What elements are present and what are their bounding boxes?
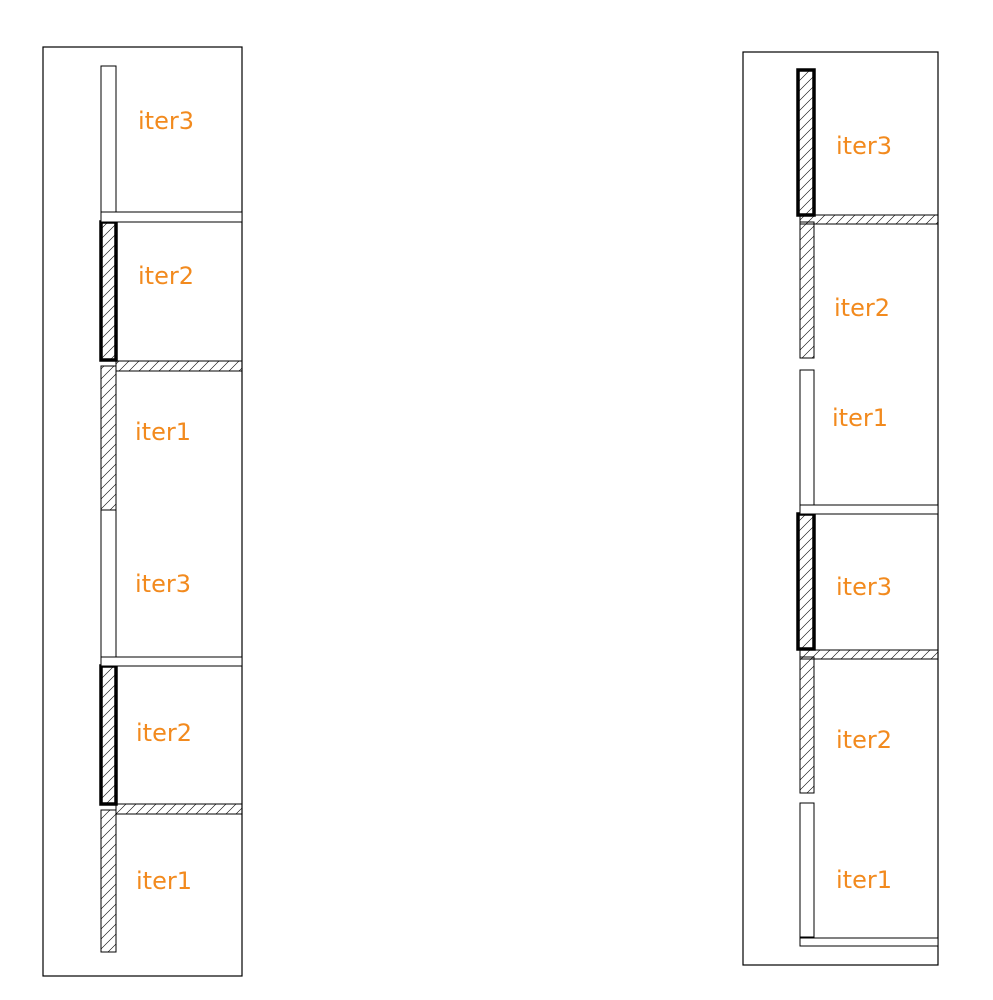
iteration-label: iter2 — [136, 719, 192, 747]
iteration-label: iter3 — [138, 107, 194, 135]
horizontal-bar — [799, 504, 939, 515]
vertical-segment — [799, 656, 815, 794]
iteration-label: iter2 — [834, 294, 890, 322]
vertical-segment — [799, 369, 815, 514]
iteration-label: iter1 — [135, 418, 191, 446]
vertical-segment — [100, 365, 117, 511]
vertical-segment-active — [99, 220, 118, 362]
iteration-label: iter3 — [836, 132, 892, 160]
iteration-label: iter2 — [138, 262, 194, 290]
vertical-segment — [799, 221, 815, 359]
horizontal-bar — [799, 937, 939, 947]
horizontal-bar — [100, 656, 243, 667]
vertical-segment-active — [99, 664, 118, 806]
iteration-label: iter1 — [836, 866, 892, 894]
vertical-segment-active — [796, 68, 816, 217]
right-panel: iter3 iter2 iter1 iter3 iter2 iter1 — [742, 51, 939, 966]
left-panel-frame — [42, 46, 243, 977]
horizontal-bar — [799, 214, 939, 225]
vertical-segment — [799, 802, 815, 938]
horizontal-bar — [100, 211, 243, 223]
left-panel: iter3 iter2 iter1 iter3 iter2 iter1 — [42, 46, 243, 977]
iteration-label: iter3 — [135, 570, 191, 598]
iteration-label: iter2 — [836, 726, 892, 754]
vertical-segment — [100, 509, 117, 663]
horizontal-bar — [115, 803, 243, 815]
iteration-label: iter1 — [136, 867, 192, 895]
horizontal-bar — [115, 360, 243, 372]
vertical-segment — [100, 809, 117, 953]
vertical-segment-active — [796, 512, 816, 651]
iteration-label: iter1 — [832, 404, 888, 432]
vertical-segment — [100, 65, 117, 217]
horizontal-bar — [799, 649, 939, 660]
iteration-label: iter3 — [836, 573, 892, 601]
